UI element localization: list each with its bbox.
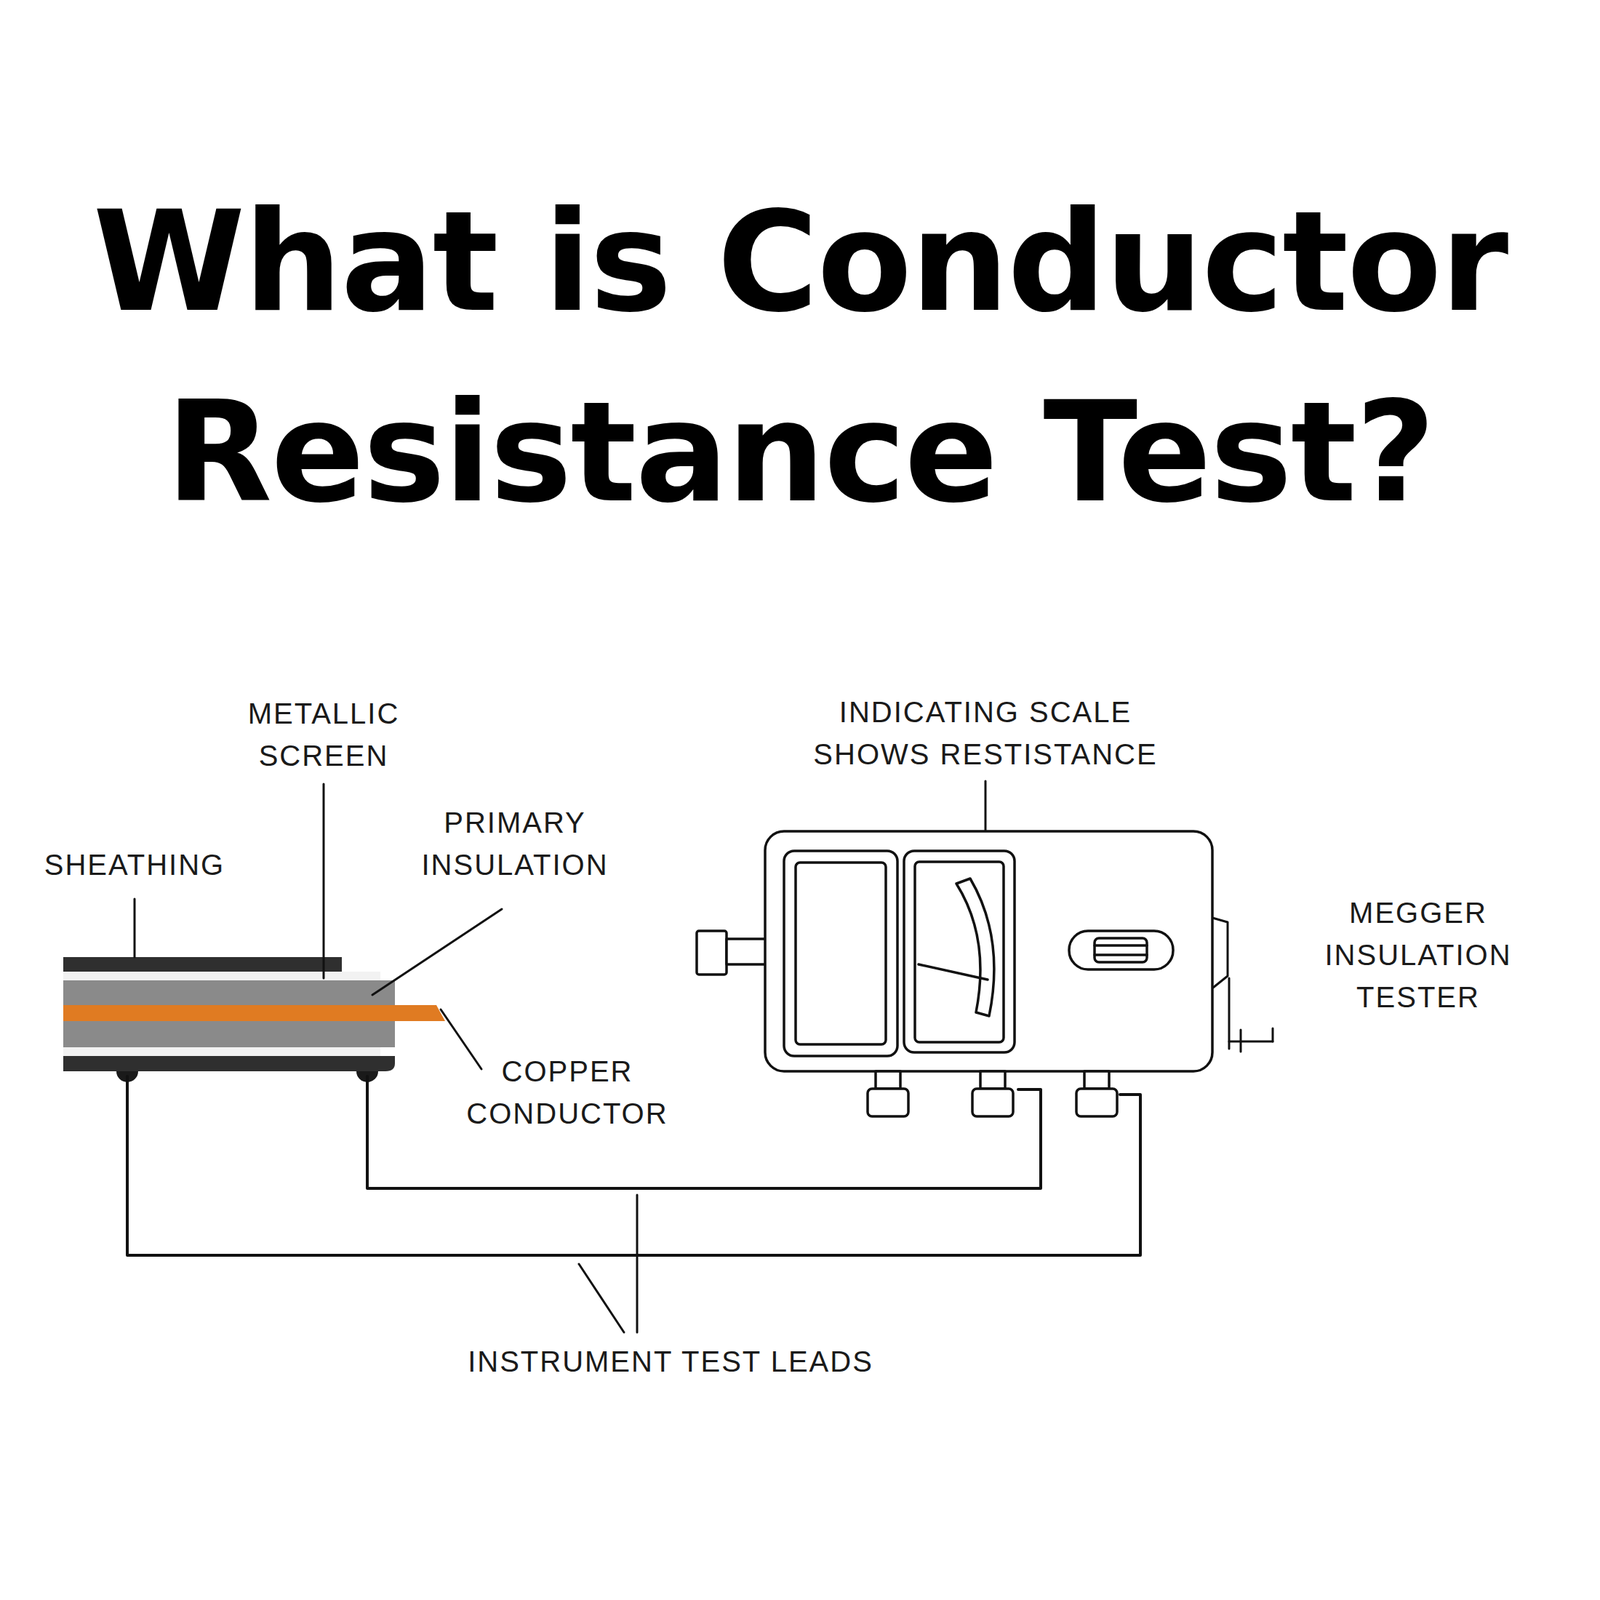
megger — [696, 831, 1213, 1117]
part-label: SHEATHING — [18, 843, 251, 886]
cable — [63, 957, 446, 1072]
leads-label: INSTRUMENT TEST LEADS — [452, 1340, 889, 1383]
part-label: COPPER CONDUCTOR — [443, 1050, 691, 1135]
title: What is Conductor Resistance Test? — [36, 167, 1564, 549]
scale-label: INDICATING SCALE SHOWS RESTISTANCE — [796, 690, 1175, 776]
instrument-label: MEGGER INSULATION TESTER — [1305, 891, 1531, 1019]
leader-lines — [134, 781, 1228, 1333]
part-label: METALLIC SCREEN — [214, 692, 433, 777]
ground-symbol — [1229, 978, 1273, 1052]
part-label: PRIMARY INSULATION — [391, 801, 639, 886]
